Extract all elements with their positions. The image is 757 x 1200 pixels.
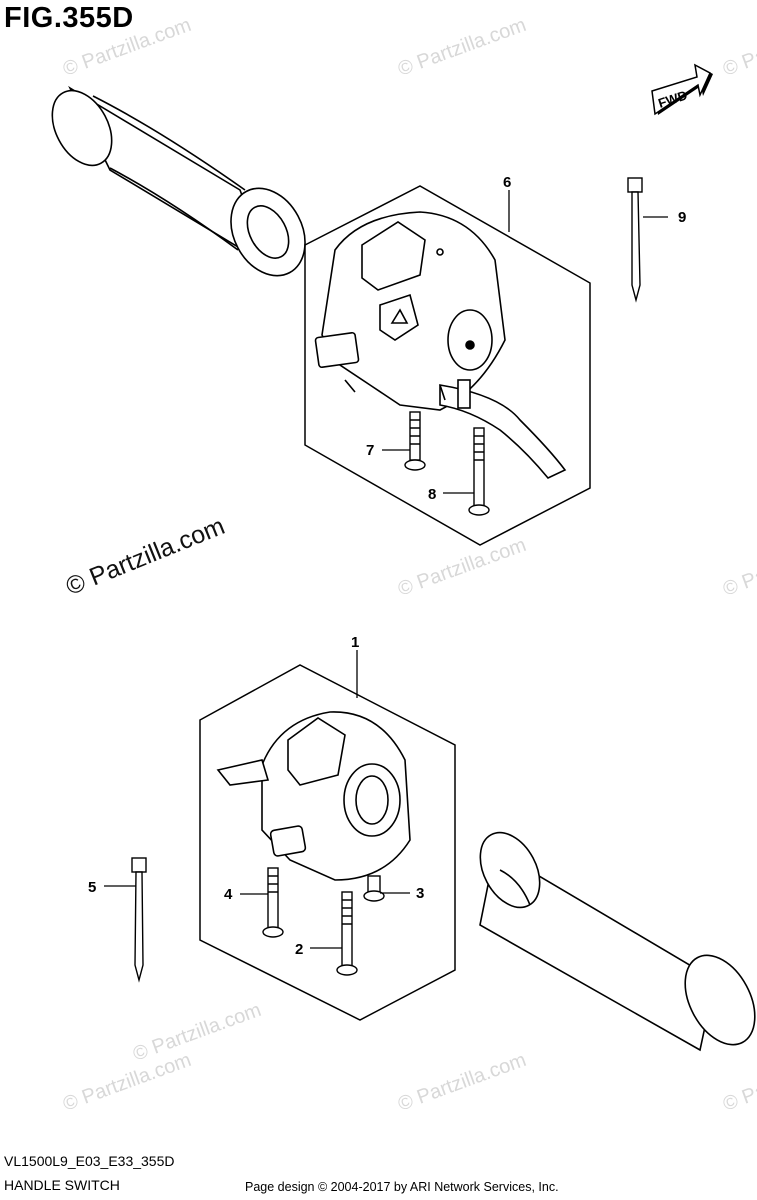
model-code: VL1500L9_E03_E33_355D <box>4 1153 175 1169</box>
section-name: HANDLE SWITCH <box>4 1177 120 1193</box>
screw-4 <box>262 867 284 938</box>
callout-9: 9 <box>678 209 686 226</box>
screw-2 <box>336 891 358 976</box>
right-handle-switch-housing <box>314 211 567 479</box>
screw-3 <box>363 875 385 902</box>
copyright-notice: Page design © 2004-2017 by ARI Network S… <box>245 1180 559 1194</box>
callout-6: 6 <box>503 174 511 191</box>
screw-7 <box>404 411 426 471</box>
callout-7: 7 <box>366 442 374 459</box>
cable-tie-9 <box>627 177 643 303</box>
callout-2: 2 <box>295 941 303 958</box>
cable-tie-5 <box>131 857 147 983</box>
switch-6-boundary <box>304 185 591 546</box>
forward-arrow-icon: FWD <box>651 63 713 116</box>
leader-lines <box>104 190 668 949</box>
callout-3: 3 <box>416 885 424 902</box>
callout-1: 1 <box>351 634 359 651</box>
right-grip <box>479 831 756 1052</box>
screw-8 <box>468 427 490 516</box>
figure-title: FIG.355D <box>4 2 134 34</box>
left-grip <box>51 85 306 277</box>
switch-1-boundary <box>199 664 456 1021</box>
callout-8: 8 <box>428 486 436 503</box>
left-handle-switch-housing <box>216 711 411 881</box>
callout-4: 4 <box>224 886 233 903</box>
callout-5: 5 <box>88 879 96 896</box>
